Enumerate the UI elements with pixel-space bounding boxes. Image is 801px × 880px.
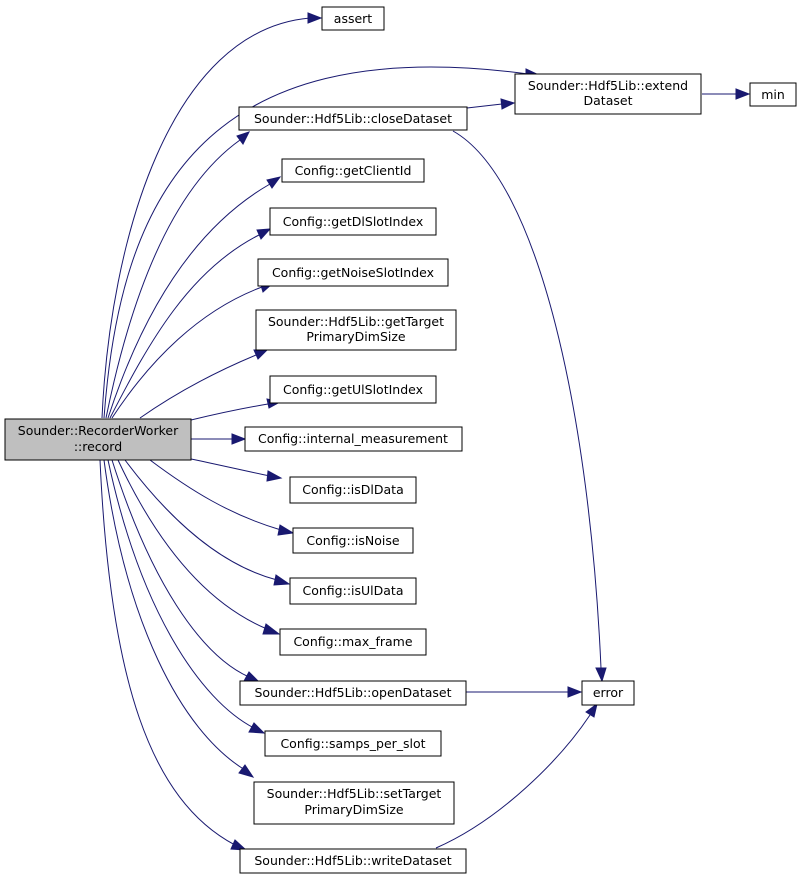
node-get-target-primary-dim-size[interactable]: Sounder::Hdf5Lib::getTarget PrimaryDimSi…	[255, 309, 457, 351]
node-is-noise[interactable]: Config::isNoise	[292, 527, 414, 554]
node-assert[interactable]: assert	[321, 6, 385, 31]
node-get-ul-slot-index-label: Config::getUlSlotIndex	[283, 382, 423, 397]
node-max-frame[interactable]: Config::max_frame	[279, 628, 427, 656]
node-close-dataset-label: Sounder::Hdf5Lib::closeDataset	[254, 111, 452, 126]
node-set-target-label-1: Sounder::Hdf5Lib::setTarget	[267, 786, 442, 801]
edge-record-samps_per_slot	[107, 459, 266, 734]
edge-record-isUlData	[124, 459, 291, 586]
edge-record-assert	[101, 12, 323, 419]
node-record-label-2: ::record	[74, 439, 122, 454]
node-write-dataset[interactable]: Sounder::Hdf5Lib::writeDataset	[239, 848, 467, 874]
node-is-dl-data[interactable]: Config::isDlData	[289, 476, 417, 504]
node-is-ul-data[interactable]: Config::isUlData	[289, 577, 417, 605]
node-assert-label: assert	[334, 11, 373, 26]
node-samps-per-slot-label: Config::samps_per_slot	[280, 736, 425, 751]
node-error-label: error	[593, 685, 624, 700]
node-max-frame-label: Config::max_frame	[293, 634, 412, 649]
node-extend-label-2: Dataset	[584, 93, 633, 108]
node-get-target-label-1: Sounder::Hdf5Lib::getTarget	[268, 314, 444, 329]
node-internal-measurement-label: Config::internal_measurement	[258, 431, 448, 446]
node-get-dl-slot-index[interactable]: Config::getDlSlotIndex	[269, 207, 437, 236]
node-samps-per-slot[interactable]: Config::samps_per_slot	[264, 730, 442, 757]
node-get-client-id[interactable]: Config::getClientId	[281, 158, 425, 183]
edge-extend-min	[702, 88, 751, 100]
node-set-target-primary-dim-size[interactable]: Sounder::Hdf5Lib::setTarget PrimaryDimSi…	[253, 781, 455, 825]
node-get-client-id-label: Config::getClientId	[295, 163, 412, 178]
node-min-label: min	[761, 87, 785, 102]
node-is-dl-data-label: Config::isDlData	[302, 482, 403, 497]
edge-writeDataset-error	[435, 702, 598, 849]
node-get-dl-slot-index-label: Config::getDlSlotIndex	[283, 214, 424, 229]
node-internal-measurement[interactable]: Config::internal_measurement	[244, 426, 463, 452]
node-open-dataset-label: Sounder::Hdf5Lib::openDataset	[254, 685, 451, 700]
node-record-label-1: Sounder::RecorderWorker	[18, 423, 179, 438]
node-is-ul-data-label: Config::isUlData	[303, 583, 404, 598]
node-open-dataset[interactable]: Sounder::Hdf5Lib::openDataset	[239, 680, 467, 706]
edge-record-setTarget	[103, 459, 255, 778]
edge-record-writeDataset	[99, 459, 248, 851]
node-extend-dataset[interactable]: Sounder::Hdf5Lib::extend Dataset	[514, 73, 702, 115]
node-write-dataset-label: Sounder::Hdf5Lib::writeDataset	[254, 853, 451, 868]
node-extend-label-1: Sounder::Hdf5Lib::extend	[528, 78, 688, 93]
edge-record-getDlSlotIndex	[109, 228, 272, 419]
edge-closeDataset-error	[452, 130, 607, 683]
edge-record-isDlData	[190, 458, 283, 482]
node-get-noise-slot-index-label: Config::getNoiseSlotIndex	[272, 265, 434, 280]
node-set-target-label-2: PrimaryDimSize	[304, 802, 404, 817]
node-min[interactable]: min	[749, 82, 797, 107]
edge-record-openDataset	[111, 459, 261, 683]
node-get-noise-slot-index[interactable]: Config::getNoiseSlotIndex	[257, 258, 449, 287]
node-get-target-label-2: PrimaryDimSize	[306, 329, 406, 344]
node-close-dataset[interactable]: Sounder::Hdf5Lib::closeDataset	[238, 106, 468, 131]
node-is-noise-label: Config::isNoise	[306, 533, 399, 548]
node-error[interactable]: error	[581, 680, 635, 706]
edge-record-isNoise	[149, 459, 295, 536]
edge-record-internal	[191, 433, 247, 445]
edge-record-getUlSlotIndex	[190, 398, 282, 421]
edge-record-closeDataset	[105, 131, 250, 419]
node-record[interactable]: Sounder::RecorderWorker ::record	[4, 418, 192, 461]
edge-record-getClientId	[107, 176, 282, 419]
edge-record-max_frame	[117, 459, 281, 635]
edge-openDataset-error	[466, 686, 583, 698]
node-get-ul-slot-index[interactable]: Config::getUlSlotIndex	[269, 375, 437, 404]
edge-closeDataset-extend	[466, 98, 516, 110]
